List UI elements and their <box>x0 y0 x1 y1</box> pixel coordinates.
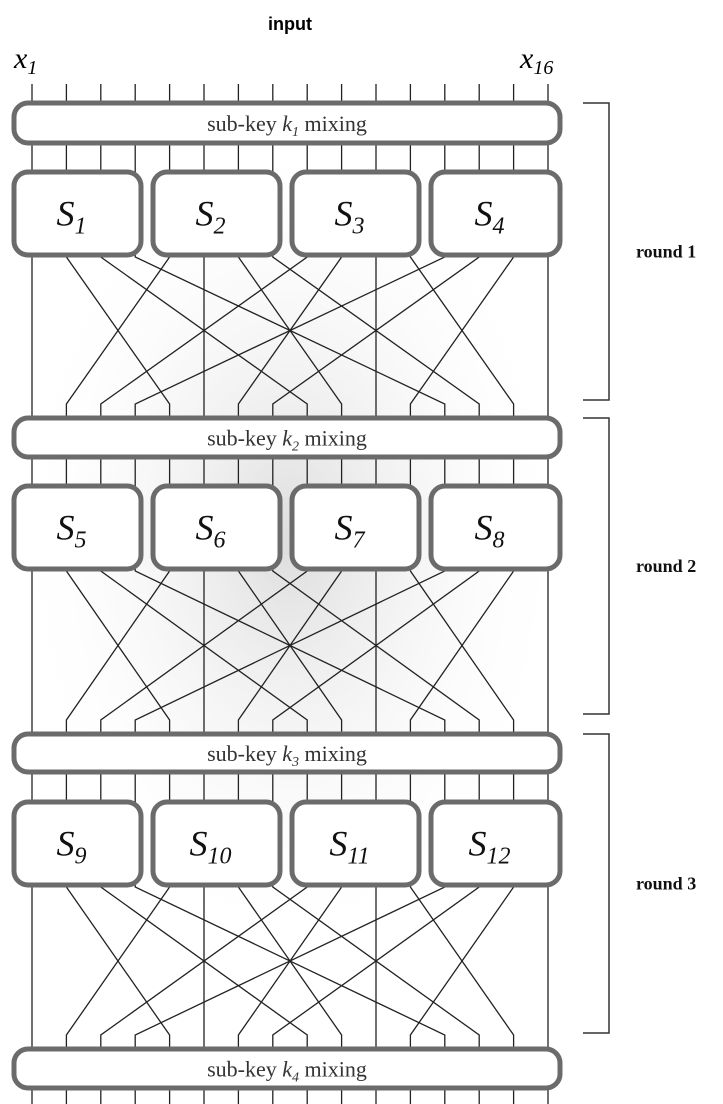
subkey-mixing-bar <box>11 1046 563 1091</box>
sbox <box>428 483 563 572</box>
round-braces: round 1 round 2 round 3 <box>583 102 696 1034</box>
sbox <box>428 799 563 888</box>
subkey-mixing-label: sub-key k4 mixing <box>207 1057 367 1086</box>
sbox-label: S4 <box>475 194 505 240</box>
sbox-label: S9 <box>57 824 87 870</box>
sbox-label: S1 <box>57 194 87 240</box>
subkey-mixing-bar <box>11 415 563 460</box>
x16-label: x16 <box>519 42 553 79</box>
sbox <box>11 169 144 258</box>
sbox <box>11 799 144 888</box>
round-bracket <box>583 733 610 1034</box>
subkey-mixing-label: sub-key k1 mixing <box>207 111 367 140</box>
box-layer <box>11 100 563 1091</box>
input-label: input <box>268 14 312 34</box>
round-label: round 2 <box>636 556 696 576</box>
sbox-label: S2 <box>196 194 226 240</box>
x1-label: x1 <box>13 42 37 79</box>
sbox <box>150 483 283 572</box>
round-label: round 1 <box>636 242 696 262</box>
subkey-mixing-label: sub-key k2 mixing <box>207 426 367 455</box>
sbox-label: S5 <box>57 508 87 554</box>
sbox <box>428 169 563 258</box>
sbox-label: S6 <box>196 508 226 554</box>
sbox-label: S8 <box>475 508 505 554</box>
subkey-mixing-bar <box>11 731 563 775</box>
sbox <box>289 169 422 258</box>
subkey-mixing-label: sub-key k3 mixing <box>207 741 367 770</box>
round-bracket <box>583 417 610 715</box>
sbox-label: S11 <box>329 824 369 870</box>
subkey-mixing-bar <box>11 100 563 146</box>
sbox <box>150 799 283 888</box>
label-layer: sub-key k1 mixing sub-key k2 mixing sub-ke… <box>57 111 511 1086</box>
round-bracket <box>583 102 610 401</box>
round-label: round 3 <box>636 874 696 894</box>
sbox-label: S12 <box>469 824 511 870</box>
sbox <box>150 169 283 258</box>
sbox <box>11 483 144 572</box>
sbox <box>289 799 422 888</box>
sbox-label: S7 <box>335 508 366 554</box>
sbox-label: S3 <box>335 194 365 240</box>
sbox <box>289 483 422 572</box>
sbox-label: S10 <box>190 824 232 870</box>
